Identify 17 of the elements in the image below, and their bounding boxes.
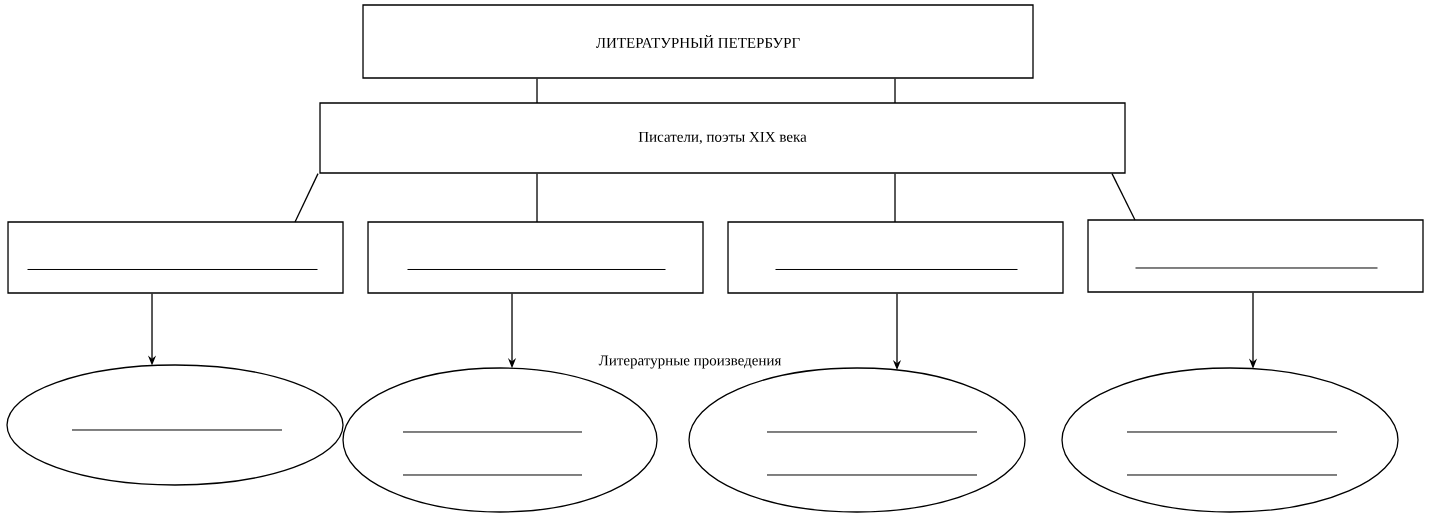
connector-line (894, 78, 896, 104)
connector-line (536, 173, 538, 223)
answer-ellipse (6, 364, 344, 486)
answer-ellipse (688, 367, 1026, 513)
connector-line (1111, 173, 1136, 221)
answer-box (367, 221, 704, 294)
connector-line (294, 173, 319, 223)
connector-line (894, 173, 896, 223)
answer-box (727, 221, 1064, 294)
answer-box (7, 221, 344, 294)
section-label: Литературные произведения (598, 355, 782, 369)
heading-box: Писатели, поэты XIX века (319, 102, 1126, 174)
title-box: ЛИТЕРАТУРНЫЙ ПЕТЕРБУРГ (362, 4, 1034, 79)
answer-ellipse (1061, 367, 1399, 513)
answer-box (1087, 219, 1424, 293)
connector-line (536, 78, 538, 104)
answer-ellipse (342, 367, 658, 513)
